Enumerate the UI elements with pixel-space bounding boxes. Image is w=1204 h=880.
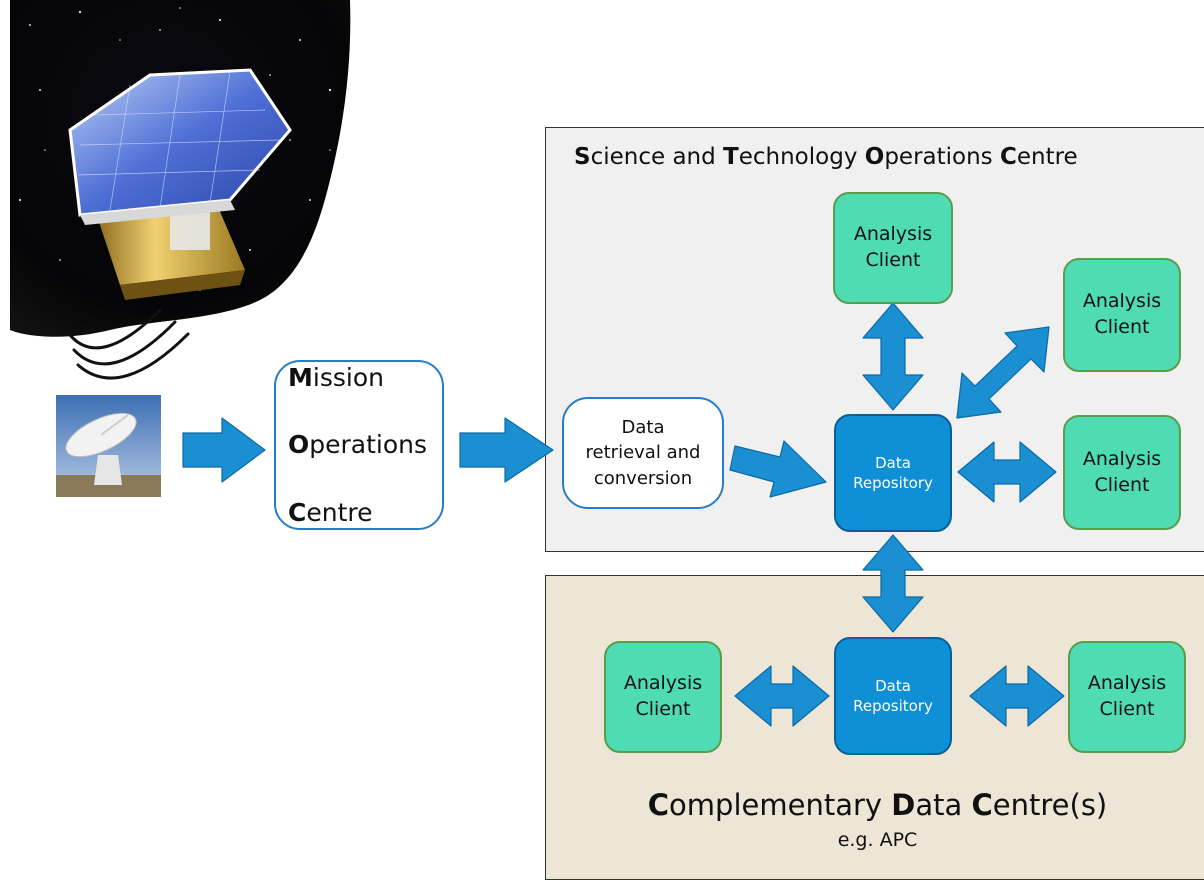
signal-waves-icon [68, 308, 190, 380]
analysis-client-upper-right: Analysis Client [1063, 258, 1181, 372]
satellite-image [10, 0, 351, 337]
arrow-moc-to-retrieval [459, 417, 554, 483]
arrow-repo-lower-right [957, 441, 1057, 503]
arrow-antenna-to-moc [182, 417, 266, 483]
arrow-cdc-left [734, 665, 830, 727]
ground-antenna-image [56, 395, 161, 497]
cdc-title: Complementary Data Centre(s) [647, 788, 1108, 822]
arrow-retrieval-to-repo [729, 440, 827, 498]
data-retrieval-box: Data retrieval and conversion [562, 397, 724, 509]
cdc-subtitle: e.g. APC [837, 829, 918, 851]
arrow-repo-to-cdc-repo [862, 534, 924, 633]
analysis-client-lower-right: Analysis Client [1063, 415, 1181, 530]
arrow-repo-upper-right [956, 326, 1050, 419]
analysis-client-top: Analysis Client [833, 192, 953, 304]
data-repository-stoc: Data Repository [834, 414, 952, 532]
arrow-cdc-right [969, 665, 1065, 727]
arrow-repo-top-client [862, 302, 924, 411]
data-repository-cdc: Data Repository [834, 637, 952, 755]
analysis-client-cdc-right: Analysis Client [1068, 641, 1186, 753]
mission-operations-centre: Mission Operations Centre [274, 360, 444, 530]
analysis-client-cdc-left: Analysis Client [604, 641, 722, 753]
stoc-title: Science and Technology Operations Centre [574, 144, 1078, 170]
